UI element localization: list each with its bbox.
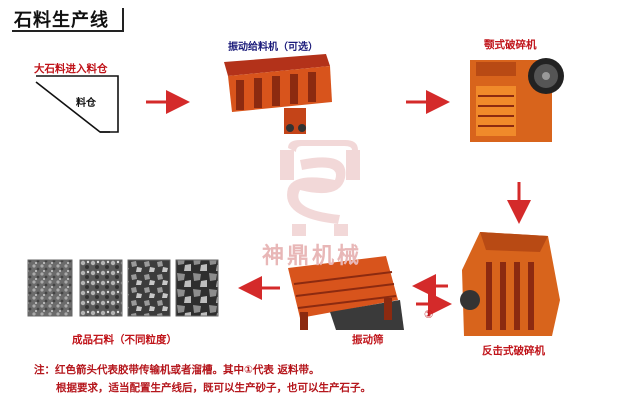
watermark-text: 神鼎机械 (262, 244, 363, 269)
title-divider (122, 8, 124, 32)
product-label: 成品石料（不同粒度） (72, 334, 177, 346)
return-belt-marker: ① (424, 308, 434, 321)
watermark-logo-icon (280, 140, 360, 236)
screen-label: 振动筛 (352, 334, 384, 346)
note-line-2: 根据要求，适当配置生产线后，既可以生产砂子，也可以生产石子。 (56, 382, 371, 394)
stone-sample-fine (27, 259, 73, 317)
vibrating-feeder-machine (224, 54, 332, 134)
title-underline (12, 30, 124, 32)
jaw-crusher-machine (470, 58, 564, 142)
hopper-inner-label: 料仓 (76, 98, 96, 109)
jaw-crusher-label: 颚式破碎机 (484, 39, 537, 51)
note-line-1: 注：红色箭头代表胶带传输机或者溜槽。其中①代表 返料带。 (34, 364, 320, 376)
hopper-drawing (35, 75, 119, 133)
stone-sample-medium (127, 259, 171, 317)
stone-sample-small (79, 259, 123, 317)
vibrating-screen-machine (288, 256, 404, 330)
feeder-label: 振动给料机（可选） (228, 42, 318, 53)
impact-crusher-machine (460, 232, 560, 336)
impact-crusher-label: 反击式破碎机 (482, 345, 545, 357)
hopper-label: 大石料进入料仓 (34, 63, 108, 75)
stone-sample-large (175, 259, 219, 317)
page-title: 石料生产线 (14, 10, 109, 31)
